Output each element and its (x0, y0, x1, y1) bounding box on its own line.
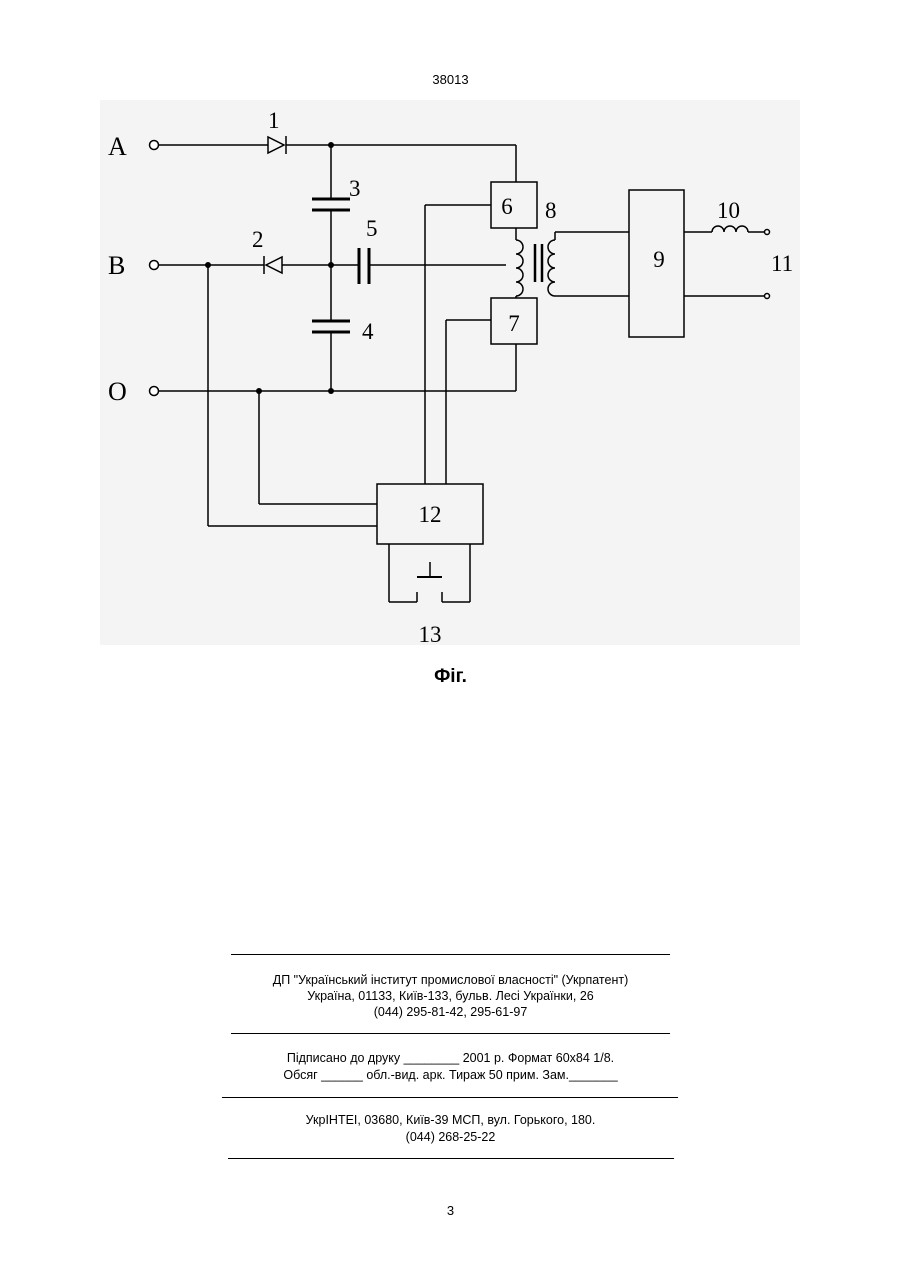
output-terminal-top (765, 230, 770, 235)
footer-divider (222, 1097, 678, 1098)
label-11: 11 (771, 251, 793, 276)
terminal-a-circle (150, 141, 159, 150)
terminal-b-circle (150, 261, 159, 270)
document-number: 38013 (0, 72, 901, 87)
label-4: 4 (362, 319, 374, 344)
label-9: 9 (653, 247, 665, 272)
label-1: 1 (268, 108, 280, 133)
circuit-diagram: A B O 1 2 3 4 5 6 7 8 9 10 11 12 13 (100, 100, 800, 645)
print-line-1: Підписано до друку ________ 2001 р. Форм… (0, 1050, 901, 1067)
label-2: 2 (252, 227, 264, 252)
label-3: 3 (349, 176, 361, 201)
footer-divider (231, 1033, 670, 1034)
label-5: 5 (366, 216, 378, 241)
terminal-b-label: B (108, 251, 125, 280)
publisher-line-2: Україна, 01133, Київ-133, бульв. Лесі Ук… (0, 988, 901, 1005)
label-10: 10 (717, 198, 740, 223)
publisher-line-1: ДП "Український інститут промислової вла… (0, 972, 901, 989)
label-8: 8 (545, 198, 557, 223)
figure-caption: Фіг. (0, 666, 901, 688)
page-number: 3 (0, 1203, 901, 1218)
output-terminal-bottom (765, 294, 770, 299)
label-13: 13 (419, 622, 442, 645)
terminal-o-circle (150, 387, 159, 396)
printer-line-1: УкрІНТЕІ, 03680, Київ-39 МСП, вул. Горьк… (0, 1112, 901, 1129)
label-12: 12 (419, 502, 442, 527)
printer-line-2: (044) 268-25-22 (0, 1129, 901, 1146)
label-7: 7 (508, 311, 520, 336)
publisher-line-3: (044) 295-81-42, 295-61-97 (0, 1004, 901, 1021)
footer-divider (231, 954, 670, 955)
circuit-diagram-svg: A B O 1 2 3 4 5 6 7 8 9 10 11 12 13 (100, 100, 800, 645)
label-6: 6 (501, 194, 513, 219)
print-line-2: Обсяг ______ обл.-вид. арк. Тираж 50 при… (0, 1067, 901, 1084)
figure-background (100, 100, 800, 645)
footer-divider (228, 1158, 674, 1159)
terminal-a-label: A (108, 132, 127, 161)
terminal-o-label: O (108, 377, 127, 406)
